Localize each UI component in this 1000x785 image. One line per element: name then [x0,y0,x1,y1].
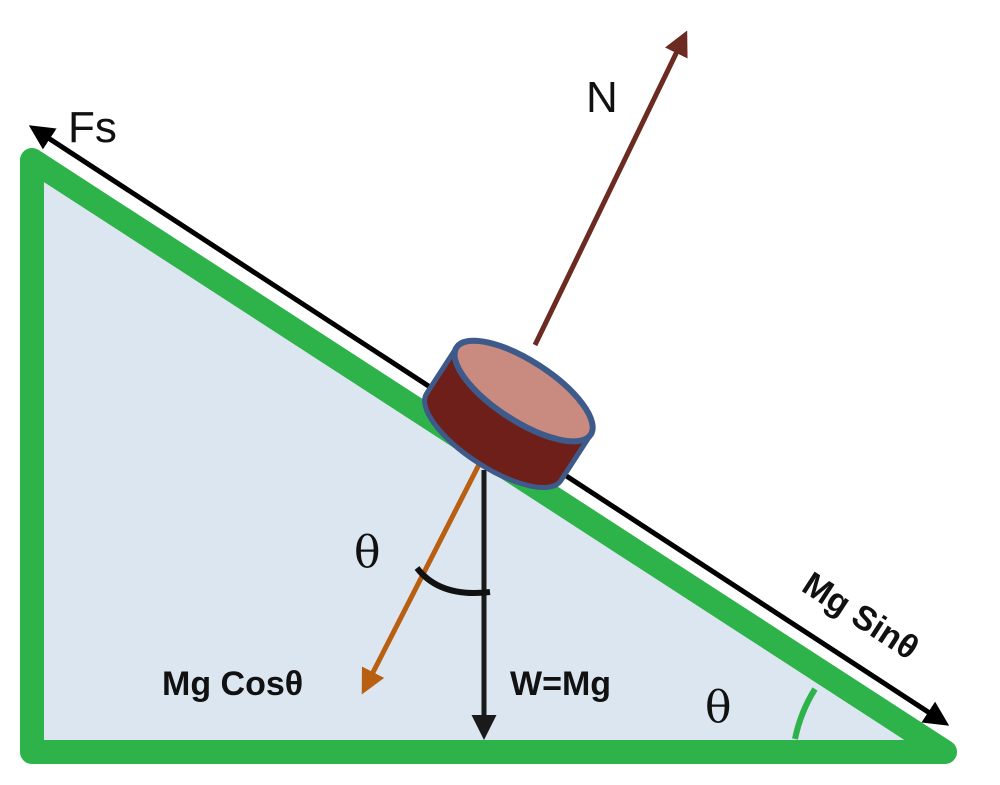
friction-label: Fs [68,103,117,152]
cylinder-block-icon [422,337,596,490]
parallel-component-label: Mg Sinθ [796,565,926,668]
theta-weight-label: θ [354,527,381,578]
weight-label: W=Mg [510,665,611,703]
normal-force-label: N [586,73,618,122]
normal-component-label: Mg Cosθ [162,665,303,703]
theta-incline-label: θ [705,682,732,733]
